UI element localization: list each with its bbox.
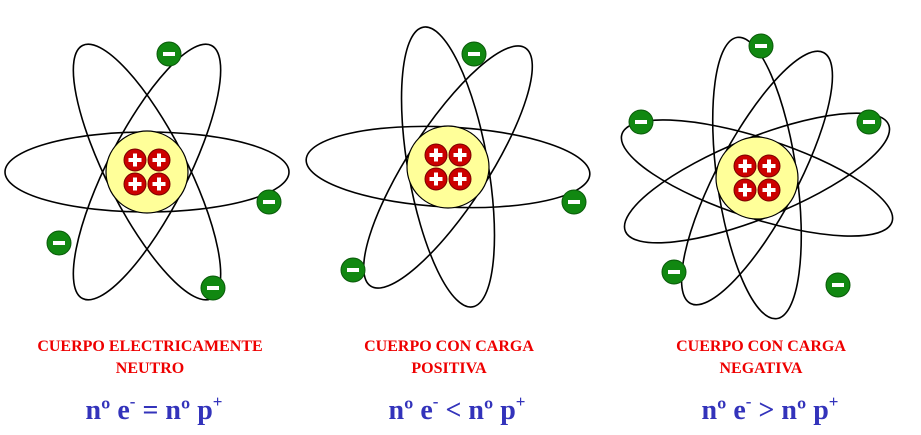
- formula-positive-left: nº e: [388, 395, 433, 426]
- caption-negative-line2: NEGATIVA: [719, 360, 803, 377]
- proton-neutral-1: [147, 148, 171, 172]
- electron-negative-0: [748, 33, 774, 59]
- nucleus-positive: [406, 125, 490, 209]
- formula-negative: nº e- > nº p+: [620, 392, 920, 428]
- electron-negative-3: [661, 259, 687, 285]
- proton-positive-0: [424, 143, 448, 167]
- proton-positive-2: [424, 167, 448, 191]
- proton-positive-3: [448, 167, 472, 191]
- caption-neutral-line2: NEUTRO: [115, 360, 185, 377]
- caption-positive-line2: POSITIVA: [411, 360, 487, 377]
- proton-neutral-3: [147, 172, 171, 196]
- electron-negative-2: [856, 109, 882, 135]
- proton-neutral-2: [123, 172, 147, 196]
- formula-negative-sup1: -: [745, 392, 752, 411]
- electron-positive-0: [461, 41, 487, 67]
- electron-positive-2: [340, 257, 366, 283]
- caption-negative-line1: CUERPO CON CARGA: [676, 338, 846, 355]
- electron-positive-1: [561, 189, 587, 215]
- electron-negative-4: [825, 272, 851, 298]
- proton-neutral-0: [123, 148, 147, 172]
- formula-positive-sup2: +: [515, 392, 526, 411]
- electron-neutral-3: [200, 275, 226, 301]
- formula-neutral-op: =: [135, 395, 166, 426]
- formula-negative-sup2: +: [828, 392, 839, 411]
- formula-negative-op: >: [751, 395, 782, 426]
- proton-negative-2: [733, 178, 757, 202]
- atom-positive: [305, 26, 591, 308]
- nucleus-neutral: [105, 130, 189, 214]
- formula-positive-right: nº p: [468, 395, 516, 426]
- formula-negative-left: nº e: [701, 395, 746, 426]
- formula-positive-op: <: [438, 395, 469, 426]
- proton-negative-0: [733, 154, 757, 178]
- formula-positive-sup1: -: [432, 392, 439, 411]
- caption-neutral: CUERPO ELECTRICAMENTE NEUTRO: [0, 336, 300, 380]
- electron-neutral-1: [256, 189, 282, 215]
- formula-negative-right: nº p: [781, 395, 829, 426]
- caption-neutral-line1: CUERPO ELECTRICAMENTE: [37, 338, 263, 355]
- proton-negative-1: [757, 154, 781, 178]
- formula-neutral-right: nº p: [165, 395, 213, 426]
- electron-negative-1: [628, 109, 654, 135]
- electron-neutral-2: [46, 230, 72, 256]
- caption-positive: CUERPO CON CARGA POSITIVA: [299, 336, 599, 380]
- proton-positive-1: [448, 143, 472, 167]
- formula-neutral-sup2: +: [212, 392, 223, 411]
- proton-negative-3: [757, 178, 781, 202]
- formula-neutral-left: nº e: [85, 395, 130, 426]
- caption-negative: CUERPO CON CARGA NEGATIVA: [611, 336, 911, 380]
- nucleus-negative: [715, 136, 799, 220]
- formula-neutral-sup1: -: [129, 392, 136, 411]
- electron-neutral-0: [156, 41, 182, 67]
- caption-positive-line1: CUERPO CON CARGA: [364, 338, 534, 355]
- atom-neutral: [4, 41, 290, 301]
- formula-positive: nº e- < nº p+: [307, 392, 607, 428]
- formula-neutral: nº e- = nº p+: [4, 392, 304, 428]
- atom-negative: [620, 33, 894, 320]
